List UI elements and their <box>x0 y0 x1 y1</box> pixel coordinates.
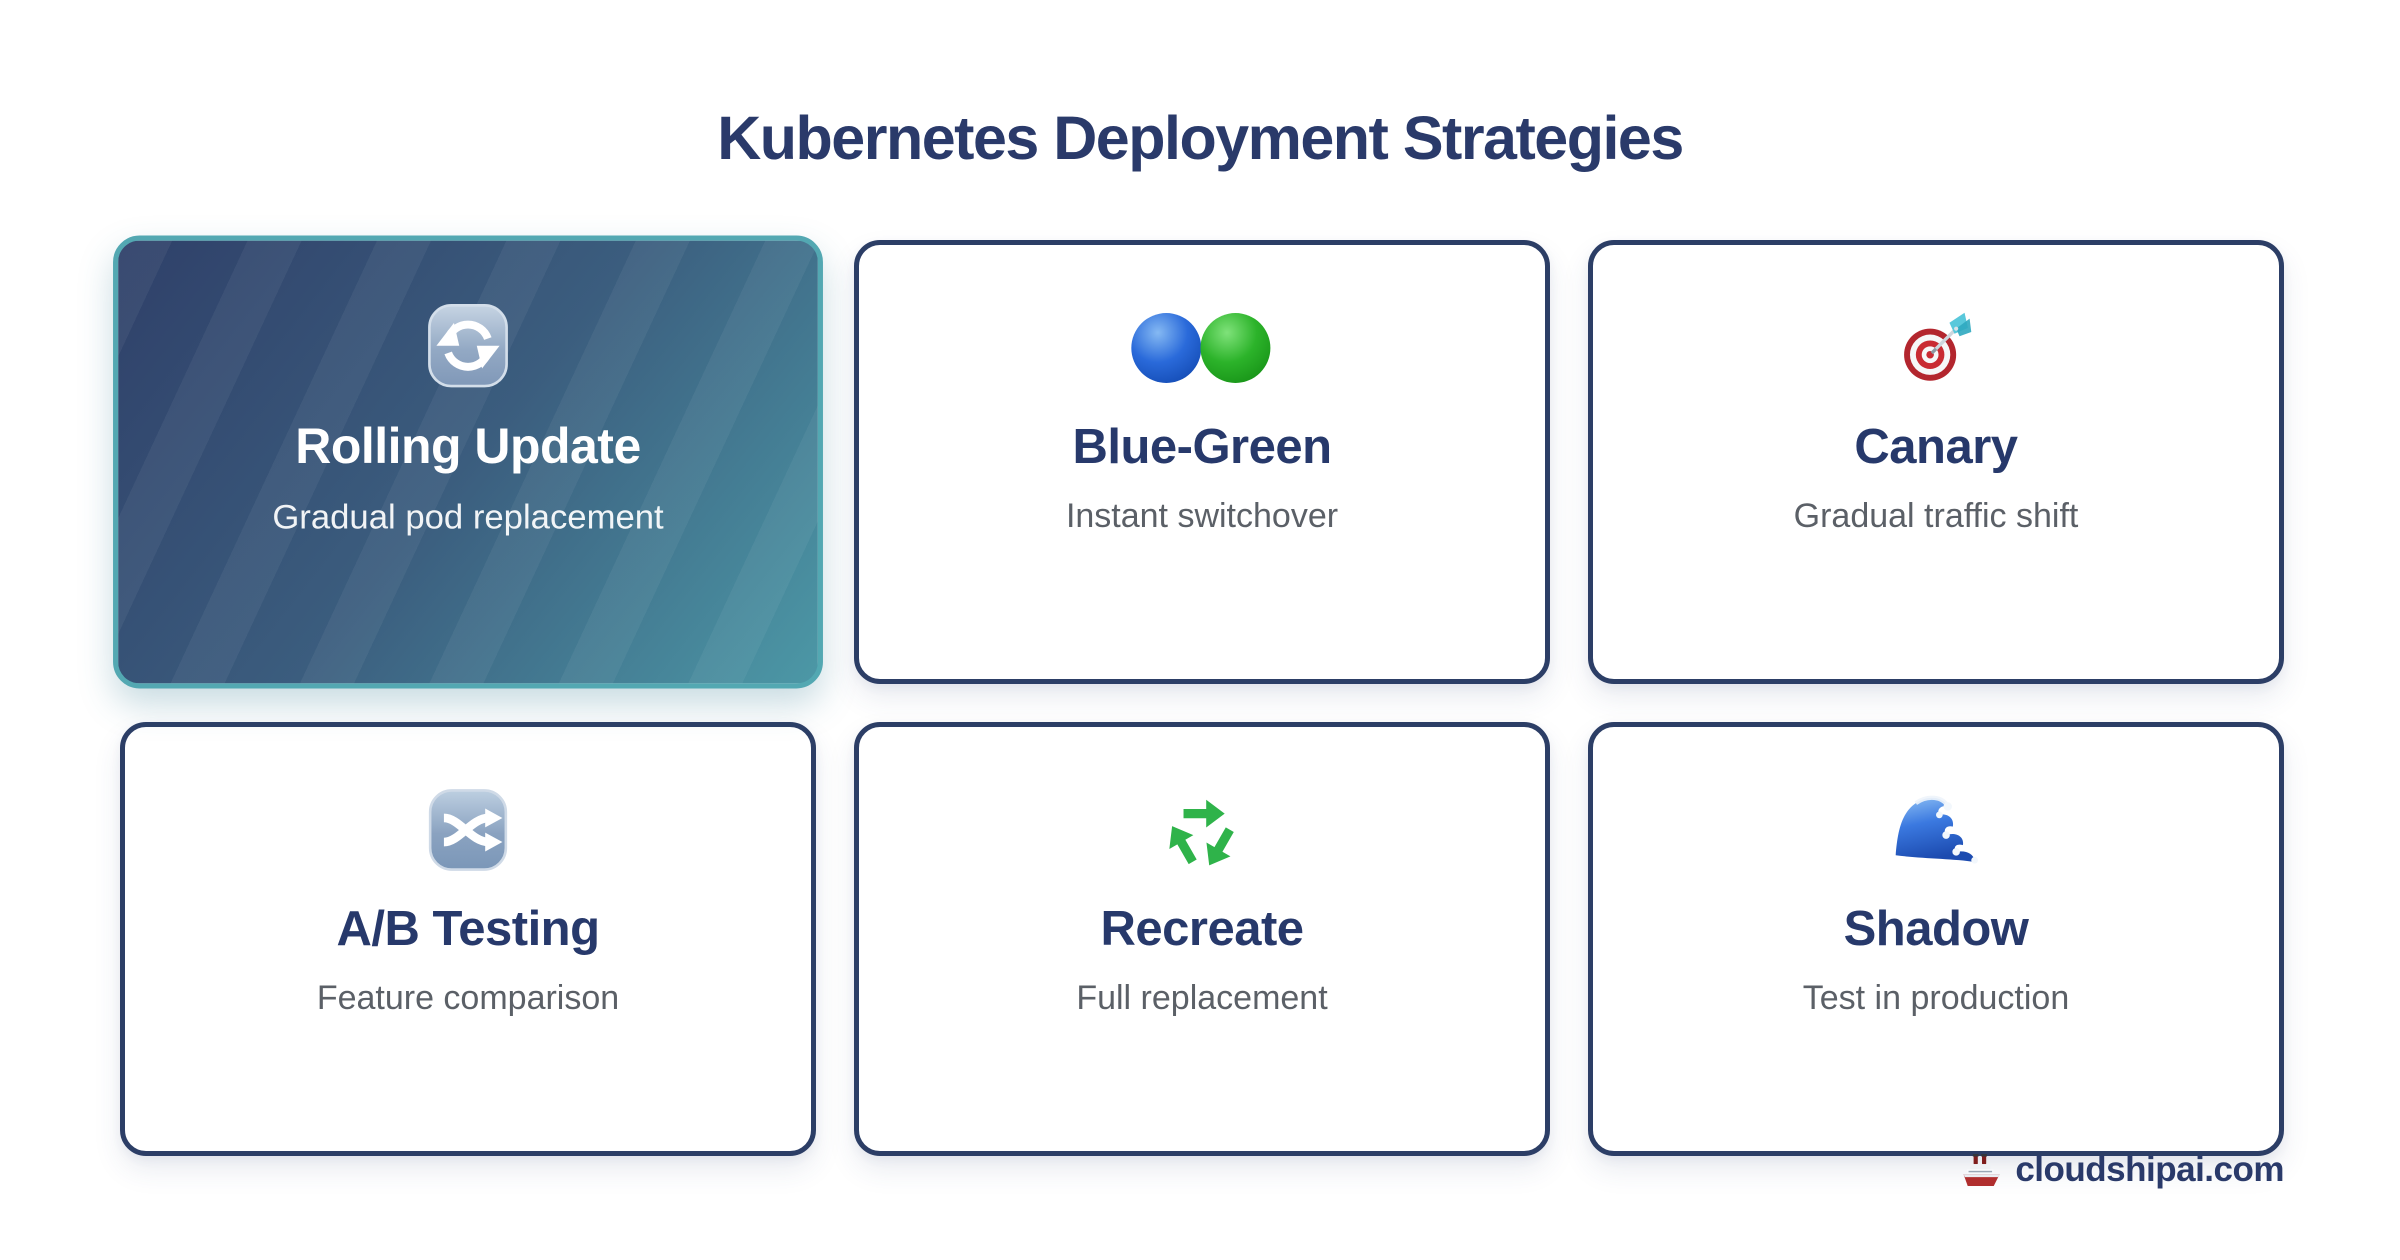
counterclockwise-arrows-icon <box>424 300 512 392</box>
card-title: Rolling Update <box>295 419 641 475</box>
card-canary[interactable]: Canary Gradual traffic shift <box>1588 240 2284 684</box>
dart-target-icon <box>1894 303 1978 393</box>
card-ab-testing[interactable]: A/B Testing Feature comparison <box>120 722 816 1156</box>
card-rolling-update[interactable]: Rolling Update Gradual pod replacement <box>113 235 823 689</box>
card-title: Blue-Green <box>1072 420 1332 474</box>
card-subtitle: Instant switchover <box>1065 497 1339 535</box>
shuffle-arrows-icon <box>425 785 511 875</box>
card-title: Shadow <box>1843 902 2029 956</box>
card-subtitle: Feature comparison <box>316 979 620 1017</box>
card-title: Canary <box>1854 420 2018 474</box>
wave-icon <box>1894 785 1978 875</box>
card-subtitle: Test in production <box>1802 979 2070 1017</box>
card-shadow[interactable]: Shadow Test in production <box>1588 722 2284 1156</box>
card-subtitle: Gradual traffic shift <box>1793 497 2079 535</box>
blue-green-circles-icon <box>1126 303 1278 393</box>
card-recreate[interactable]: Recreate Full replacement <box>854 722 1550 1156</box>
strategy-card-grid: Rolling Update Gradual pod replacement B… <box>113 235 2284 1156</box>
card-blue-green[interactable]: Blue-Green Instant switchover <box>854 240 1550 684</box>
brand-footer: cloudshipai.com <box>1961 1148 2284 1192</box>
brand-text[interactable]: cloudshipai.com <box>2015 1150 2284 1189</box>
card-title: Recreate <box>1100 902 1304 956</box>
ship-icon <box>1961 1149 2003 1191</box>
card-subtitle: Full replacement <box>1076 979 1328 1017</box>
card-subtitle: Gradual pod replacement <box>272 497 664 537</box>
card-title: A/B Testing <box>336 902 600 956</box>
recycle-icon <box>1160 785 1244 875</box>
page-title: Kubernetes Deployment Strategies <box>717 104 1684 172</box>
